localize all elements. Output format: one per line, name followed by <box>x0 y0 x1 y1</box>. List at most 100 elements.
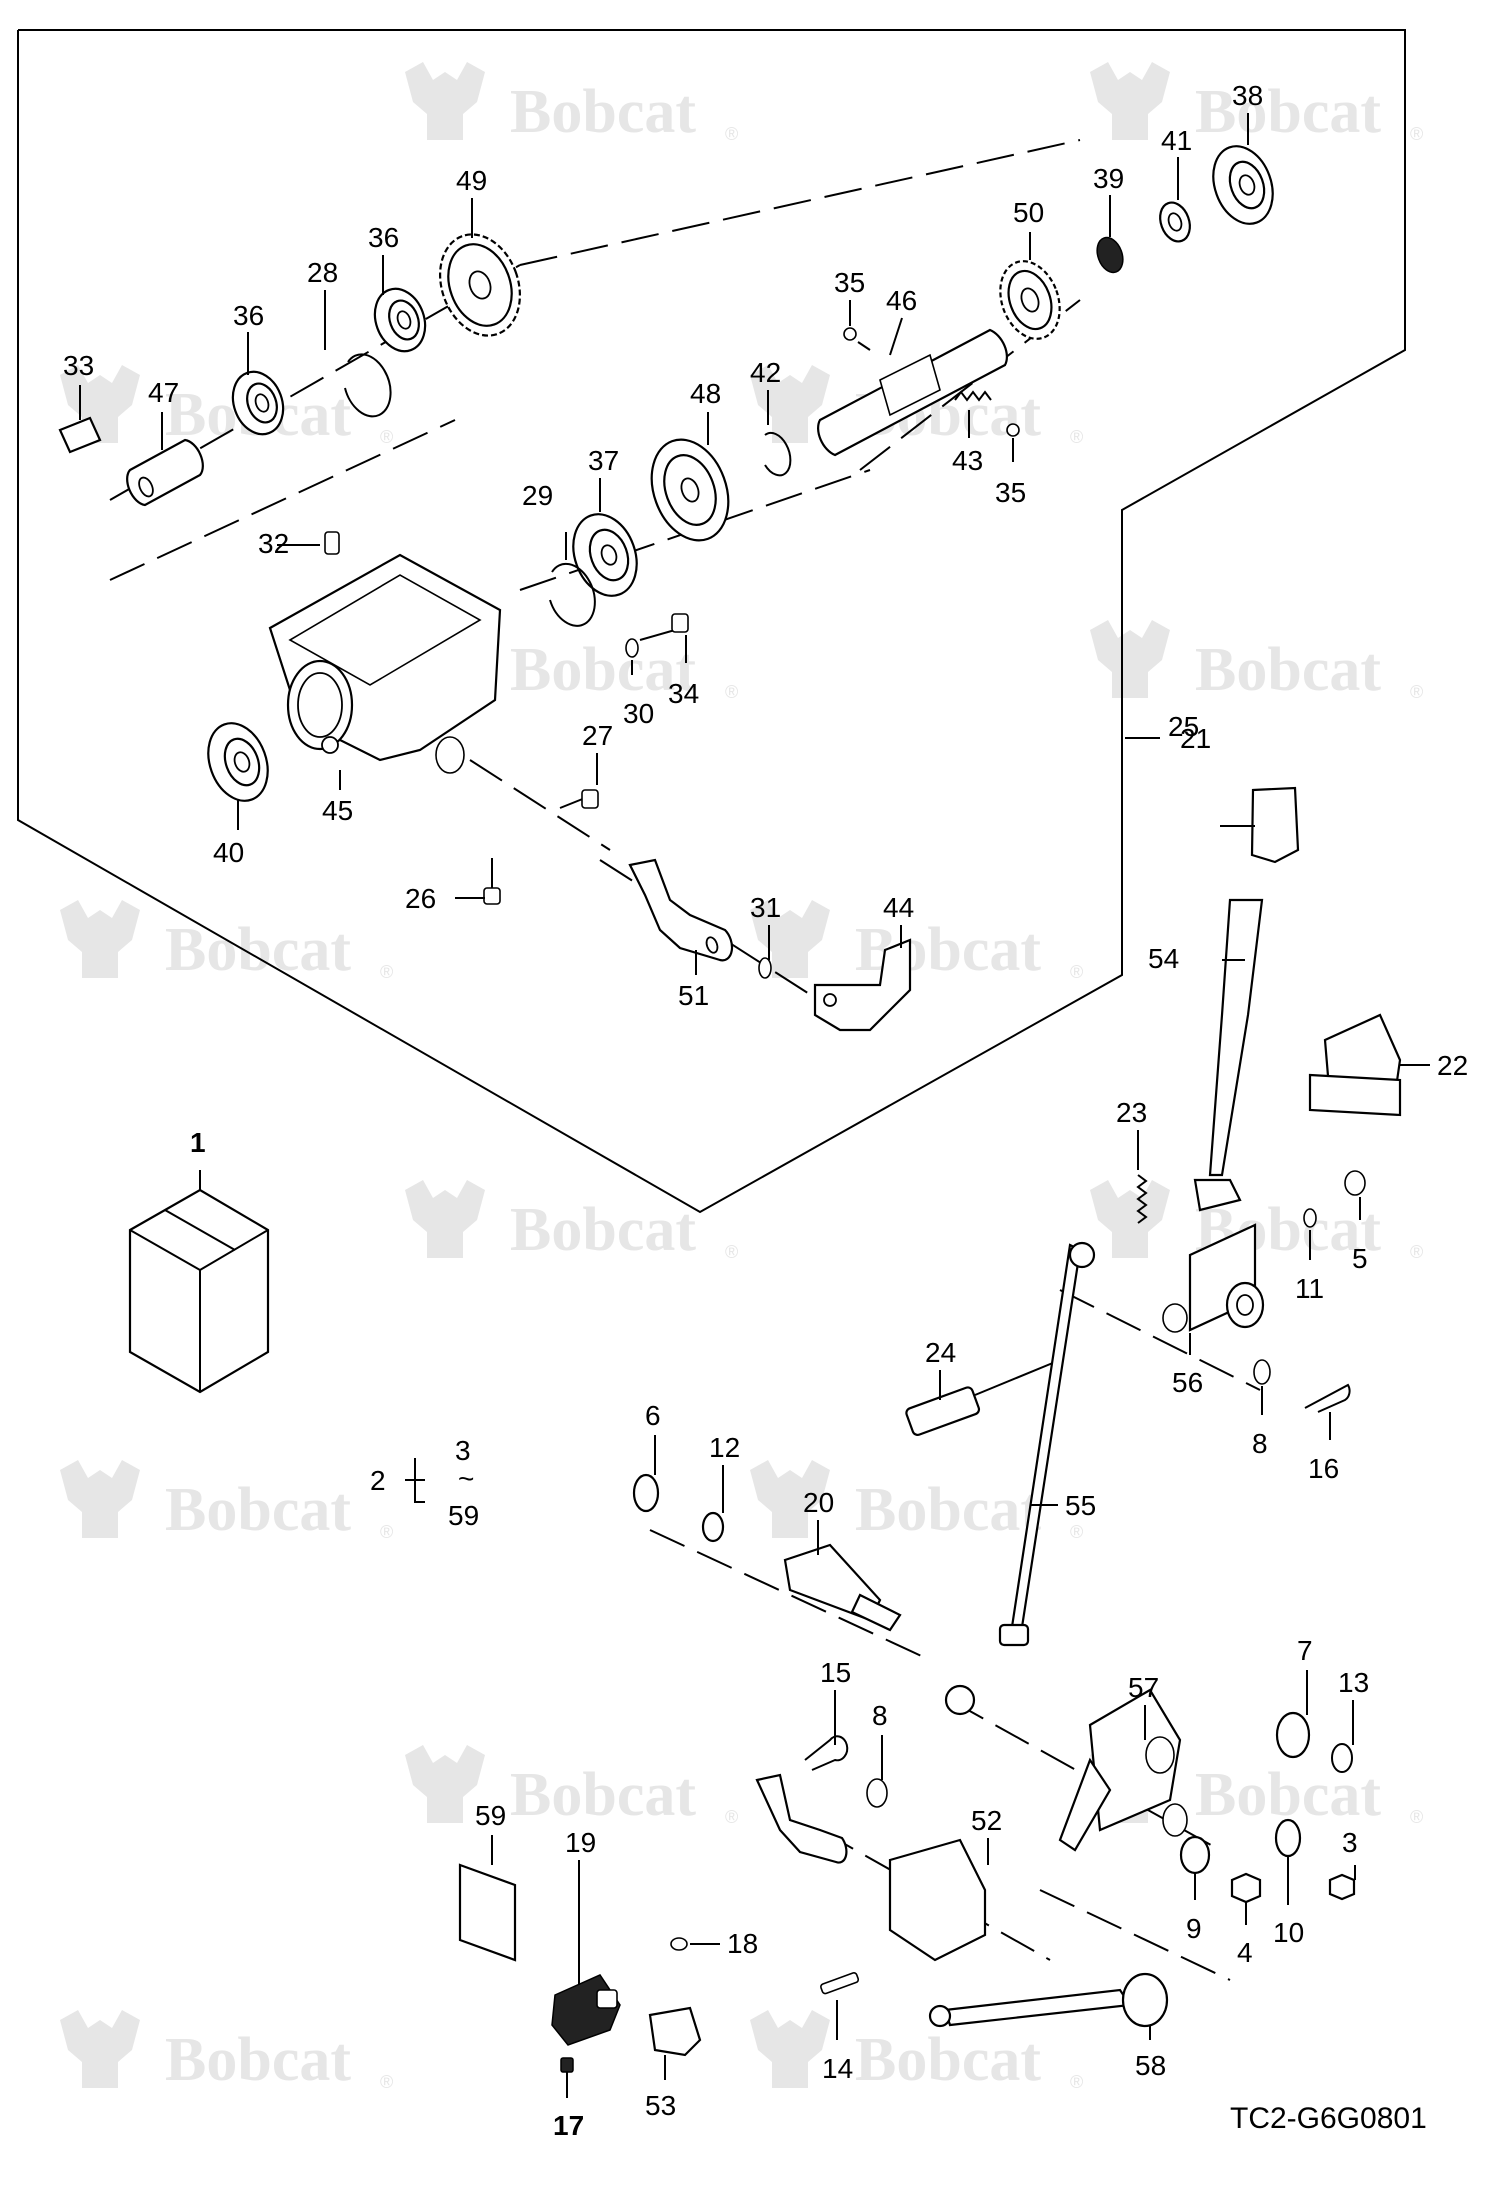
watermark: Bobcat ® <box>60 1460 393 1544</box>
svg-text:®: ® <box>725 1807 738 1827</box>
callout: 14 <box>822 2053 853 2084</box>
part-57-bracket <box>1058 1688 1188 1852</box>
callout: 1 <box>190 1127 206 1158</box>
part-47-sleeve <box>126 438 204 507</box>
watermark: Bobcat ® <box>60 365 393 449</box>
svg-text:®: ® <box>380 1522 393 1542</box>
part-16-clip <box>1304 1383 1351 1413</box>
svg-text:®: ® <box>1070 427 1083 447</box>
part-10-washer <box>1274 1818 1302 1858</box>
callout: 50 <box>1013 197 1044 228</box>
part-21-knob <box>1250 786 1300 864</box>
callout: 30 <box>623 698 654 729</box>
part-42-snap-ring <box>764 431 792 477</box>
part-8-washer-b <box>866 1778 888 1808</box>
callout: 42 <box>750 357 781 388</box>
set-bracket-end: 59 <box>448 1500 479 1531</box>
part-37-bearing <box>572 513 638 597</box>
watermark: Bobcat ® <box>405 62 738 146</box>
part-55-rod <box>998 1241 1096 1647</box>
svg-text:®: ® <box>725 124 738 144</box>
callout: 38 <box>1232 80 1263 111</box>
callout: 23 <box>1116 1097 1147 1128</box>
svg-text:®: ® <box>1410 1242 1423 1262</box>
svg-text:Bobcat: Bobcat <box>855 1476 1041 1544</box>
callout: 36 <box>233 300 264 331</box>
set-bracket-start: 3 <box>455 1435 471 1466</box>
callout: 31 <box>750 892 781 923</box>
part-8-washer-a <box>1253 1359 1271 1385</box>
callout: 4 <box>1237 1937 1253 1968</box>
watermark: Bobcat ® <box>750 1460 1083 1544</box>
callout: 19 <box>565 1827 596 1858</box>
part-33-pin <box>58 416 102 454</box>
callout: 21 <box>1180 723 1211 754</box>
callout: 53 <box>645 2090 676 2121</box>
part-32-pin <box>324 531 340 555</box>
part-26-bolt <box>483 858 501 905</box>
callout: 55 <box>1065 1490 1096 1521</box>
callout: 24 <box>925 1337 956 1368</box>
svg-text:®: ® <box>1410 124 1423 144</box>
callout: 12 <box>709 1432 740 1463</box>
part-14-pin <box>820 1972 860 1995</box>
callout: 3 <box>1342 1827 1358 1858</box>
part-41-washer <box>1159 201 1191 243</box>
callout: 37 <box>588 445 619 476</box>
callout: 11 <box>1295 1273 1324 1304</box>
part-1-box <box>128 1188 270 1394</box>
callout: 51 <box>678 980 709 1011</box>
part-31-ring <box>758 957 772 979</box>
svg-text:®: ® <box>380 427 393 447</box>
watermarks: Bobcat ® Bobcat ® Bobcat ® Bobcat ® Bobc… <box>60 62 1423 2094</box>
part-29-snap-ring <box>549 562 596 627</box>
part-6-washer <box>632 1473 660 1513</box>
callout: 8 <box>1252 1428 1268 1459</box>
svg-text:Bobcat: Bobcat <box>165 1476 351 1544</box>
svg-text:Bobcat: Bobcat <box>510 1761 696 1829</box>
svg-text:Bobcat: Bobcat <box>510 1196 696 1264</box>
callout: 16 <box>1308 1453 1339 1484</box>
part-18-screw <box>670 1937 688 1951</box>
callout: 46 <box>886 285 917 316</box>
part-58-joint <box>928 1684 1169 2028</box>
callout: 25 <box>1168 711 1199 742</box>
svg-text:Bobcat: Bobcat <box>510 636 696 704</box>
callout: 52 <box>971 1805 1002 1836</box>
svg-text:®: ® <box>1410 682 1423 702</box>
watermark: Bobcat ® <box>750 900 1083 984</box>
part-5-nut <box>1344 1170 1366 1196</box>
callout: 44 <box>883 892 914 923</box>
svg-text:Bobcat: Bobcat <box>165 2026 351 2094</box>
callout: 13 <box>1338 1667 1369 1698</box>
watermark: Bobcat ® <box>405 1745 738 1829</box>
callout: 27 <box>582 720 613 751</box>
callout: 20 <box>803 1487 834 1518</box>
part-12-washer <box>701 1511 725 1543</box>
callout: 10 <box>1273 1917 1304 1948</box>
callout: 43 <box>952 445 983 476</box>
callout: 18 <box>727 1928 758 1959</box>
part-17-screw <box>560 2057 574 2098</box>
part-11-washer <box>1303 1208 1317 1228</box>
watermark: Bobcat ® <box>405 620 738 704</box>
part-35-ball-a <box>843 327 857 341</box>
part-38-bearing <box>1212 145 1274 225</box>
part-39-needle-bearing <box>1096 236 1124 274</box>
callout: 36 <box>368 222 399 253</box>
part-22-boot <box>1308 1013 1402 1117</box>
part-48-coupler <box>650 438 730 542</box>
callout: 49 <box>456 165 487 196</box>
watermark: Bobcat ® <box>60 900 393 984</box>
part-27-bolt <box>559 789 599 809</box>
callout: 56 <box>1172 1367 1203 1398</box>
svg-text:®: ® <box>380 2072 393 2092</box>
callout: 29 <box>522 480 553 511</box>
watermark: Bobcat ® <box>1090 1745 1423 1829</box>
watermark: Bobcat ® <box>750 2010 1083 2094</box>
callouts: 1 3 4 5 6 7 8 8 9 10 11 12 13 14 15 16 1… <box>63 80 1468 2141</box>
part-40-bearing <box>207 722 269 802</box>
callout: 45 <box>322 795 353 826</box>
watermark: Bobcat ® <box>405 1180 738 1264</box>
